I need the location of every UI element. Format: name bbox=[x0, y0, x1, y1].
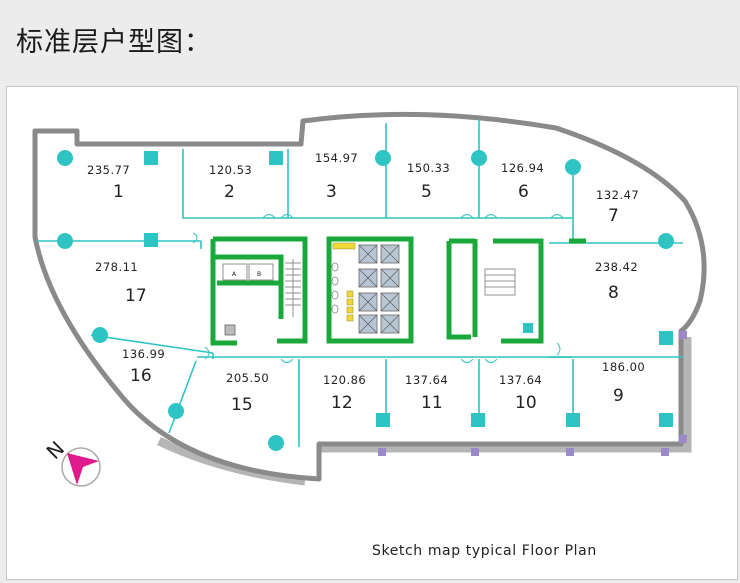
sink-fixtures bbox=[331, 262, 339, 314]
round-columns bbox=[57, 150, 674, 451]
unit-8-id: 8 bbox=[608, 283, 619, 303]
unit-17-area: 278.11 bbox=[95, 260, 138, 274]
unit-3-id: 3 bbox=[326, 182, 337, 202]
unit-5-id: 5 bbox=[421, 182, 432, 202]
unit-15-id: 15 bbox=[231, 395, 253, 415]
plan-caption: Sketch map typical Floor Plan bbox=[372, 543, 597, 559]
unit-15-area: 205.50 bbox=[226, 371, 269, 385]
lift-label-a: A bbox=[232, 271, 237, 278]
facade-shadow-south bbox=[321, 337, 692, 453]
unit-10-id: 10 bbox=[515, 393, 537, 413]
unit-labels: 235.77 1 120.53 2 154.97 3 150.33 5 126.… bbox=[87, 151, 645, 415]
door-swings bbox=[192, 214, 564, 363]
core-internals bbox=[222, 259, 516, 317]
lift-label-b: B bbox=[257, 271, 261, 278]
floor-plan-panel: A B 235.77 1 120.53 2 154. bbox=[6, 86, 738, 580]
unit-1-area: 235.77 bbox=[87, 163, 130, 177]
unit-5-area: 150.33 bbox=[407, 161, 450, 175]
unit-10-area: 137.64 bbox=[499, 373, 542, 387]
page-title: 标准层户型图： bbox=[16, 27, 212, 58]
unit-7-id: 7 bbox=[608, 206, 619, 226]
restroom-fixtures bbox=[332, 242, 356, 322]
unit-9-id: 9 bbox=[613, 386, 624, 406]
unit-12-area: 120.86 bbox=[323, 373, 366, 387]
unit-16-area: 136.99 bbox=[122, 347, 165, 361]
unit-17-id: 17 bbox=[125, 286, 147, 306]
north-compass: N bbox=[42, 436, 101, 487]
unit-11-area: 137.64 bbox=[405, 373, 448, 387]
unit-16-id: 16 bbox=[130, 366, 152, 386]
compass-arrow-icon bbox=[67, 453, 99, 485]
unit-8-area: 238.42 bbox=[595, 260, 638, 274]
facade-mullions bbox=[378, 331, 687, 456]
unit-12-id: 12 bbox=[331, 393, 353, 413]
unit-3-area: 154.97 bbox=[315, 151, 358, 165]
unit-2-id: 2 bbox=[224, 182, 235, 202]
building-core bbox=[210, 236, 586, 346]
unit-1-id: 1 bbox=[113, 182, 124, 202]
unit-6-id: 6 bbox=[518, 182, 529, 202]
core-blocks bbox=[523, 323, 533, 333]
elevator-cross-marks bbox=[358, 244, 400, 334]
unit-9-area: 186.00 bbox=[602, 360, 645, 374]
square-columns bbox=[144, 151, 673, 427]
floor-plan: A B 235.77 1 120.53 2 154. bbox=[32, 111, 707, 487]
unit-2-area: 120.53 bbox=[209, 163, 252, 177]
unit-11-id: 11 bbox=[421, 393, 443, 413]
unit-7-area: 132.47 bbox=[596, 188, 639, 202]
unit-6-area: 126.94 bbox=[501, 161, 544, 175]
